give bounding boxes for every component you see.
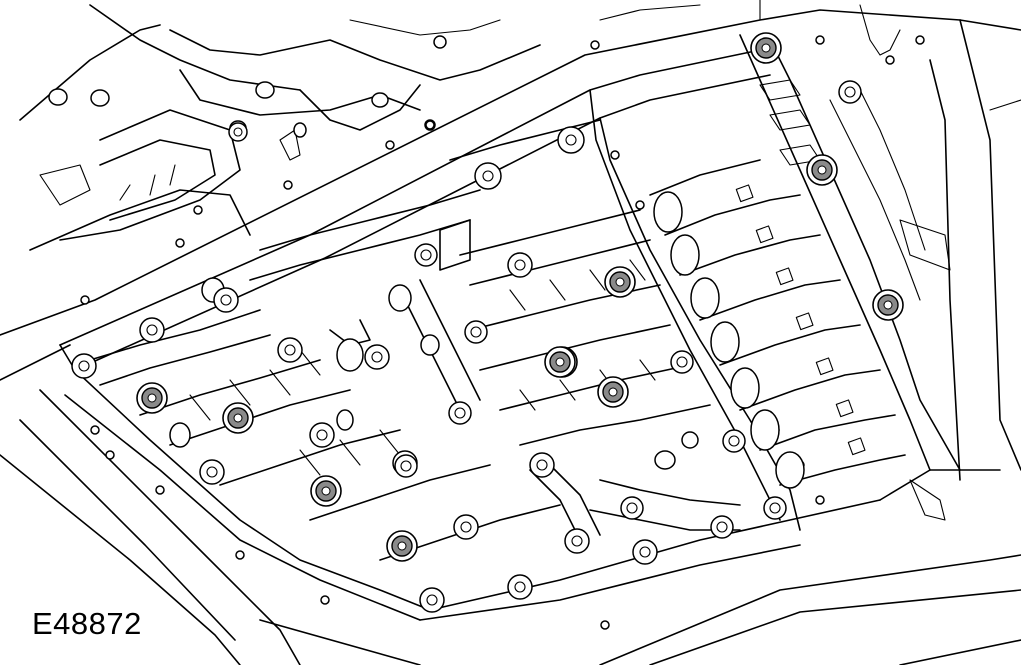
- bolt: [763, 496, 787, 520]
- bolt: [414, 243, 438, 267]
- bolt: [453, 514, 479, 540]
- flange-holes: [80, 35, 925, 630]
- bolt: [838, 80, 862, 104]
- highlighted-bolt: [136, 382, 168, 414]
- bolt: [557, 126, 585, 154]
- highlighted-bolt: [604, 266, 636, 298]
- upper-left-bracket-assembly: [19, 4, 541, 251]
- highlighted-bolt: [872, 289, 904, 321]
- bolt: [139, 317, 165, 343]
- bolt: [448, 401, 472, 425]
- spool-valves: [89, 119, 741, 561]
- bolt: [564, 528, 590, 554]
- highlighted-bolt: [310, 475, 342, 507]
- standard-bolts: [71, 80, 862, 613]
- bolt: [722, 429, 746, 453]
- solenoid-stack: [649, 79, 906, 489]
- bolt: [632, 539, 658, 565]
- bolt: [228, 122, 248, 142]
- highlighted-bolt: [544, 346, 576, 378]
- highlighted-bolt: [597, 376, 629, 408]
- highlighted-bolts: [136, 32, 904, 562]
- bolt: [507, 252, 533, 278]
- figure-reference-code: E48872: [30, 606, 146, 642]
- bolt: [507, 574, 533, 600]
- bolt: [71, 353, 97, 379]
- bolt: [199, 459, 225, 485]
- bolt: [620, 496, 644, 520]
- bolt: [213, 287, 239, 313]
- bolt: [670, 350, 694, 374]
- bolt: [710, 515, 734, 539]
- highlighted-bolt: [806, 154, 838, 186]
- highlighted-bolt: [386, 530, 418, 562]
- bolt: [309, 422, 335, 448]
- bolt: [364, 344, 390, 370]
- highlighted-bolt: [750, 32, 782, 64]
- bolt: [474, 162, 502, 190]
- bolt: [464, 320, 488, 344]
- bolt: [277, 337, 303, 363]
- bolt: [529, 452, 555, 478]
- bolt: [394, 454, 418, 478]
- bolt: [419, 587, 445, 613]
- highlighted-bolt: [222, 402, 254, 434]
- valve-body-outline: [59, 34, 1001, 621]
